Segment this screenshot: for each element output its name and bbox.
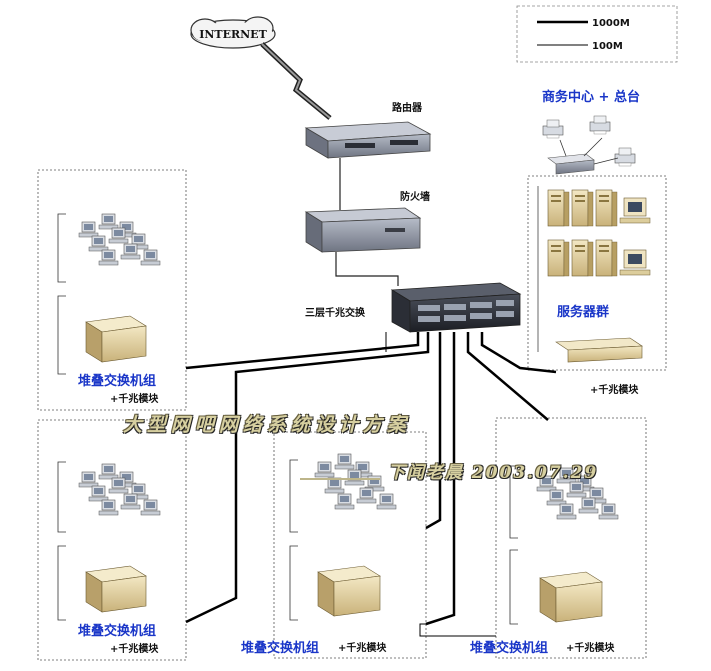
pc-cluster-middle: [314, 453, 397, 510]
fast-ethernet-links: [385, 332, 496, 637]
zone-left-top-module-label: +千兆模块: [110, 394, 159, 405]
legend-thin-label: 100M: [592, 41, 623, 52]
stack-switch-icon: [85, 315, 147, 363]
internet-label: INTERNET: [199, 28, 267, 41]
business-switch-icon: [547, 153, 595, 175]
pc-cluster-left-bottom: [78, 463, 161, 516]
zone-left-bottom-module-label: +千兆模块: [110, 644, 159, 655]
router-icon: [304, 121, 432, 159]
server-tower-icon: [547, 189, 618, 277]
computer-icon: [619, 197, 651, 276]
stack-switch-icon: [85, 565, 147, 613]
cloud-icon: [190, 16, 276, 49]
server-switch-icon: [555, 337, 643, 363]
firewall-icon: [304, 207, 422, 253]
router-label: 路由器: [392, 101, 423, 114]
zone-right-module-label: +千兆模块: [566, 643, 615, 654]
stack-switch-icon: [317, 565, 381, 617]
gigabit-links: [185, 332, 557, 626]
legend: [516, 5, 678, 63]
internet-link: [260, 42, 332, 120]
stack-switch-icon: [539, 571, 603, 623]
zone-left-top-border: [37, 169, 187, 411]
server-zone-border: [527, 175, 667, 371]
core-switch-icon: [390, 282, 522, 333]
firewall-label: 防火墙: [400, 190, 430, 203]
server-group-label: 服务器群: [557, 304, 609, 320]
zone-middle-module-label: +千兆模块: [338, 643, 387, 654]
overlay-underline: [300, 478, 380, 480]
pc-cluster-left-top: [78, 213, 161, 266]
overlay-title: 大型网吧网络系统设计方案: [123, 414, 412, 436]
core-switch-label: 三层千兆交换: [305, 306, 366, 319]
zone-left-top-switch-label: 堆叠交换机组: [78, 374, 157, 389]
zone-middle-switch-label: 堆叠交换机组: [241, 641, 320, 656]
zone-right-border: [495, 417, 647, 659]
zone-middle-border: [273, 431, 427, 659]
zone-left-bottom-switch-label: 堆叠交换机组: [78, 624, 157, 639]
server-module-label: +千兆模块: [590, 383, 639, 396]
legend-thick-label: 1000M: [592, 18, 630, 29]
zone-left-bottom-border: [37, 419, 187, 661]
business-center-label: 商务中心 + 总台: [542, 89, 640, 105]
zone-right-switch-label: 堆叠交换机组: [470, 641, 549, 656]
overlay-author-date: 下闻老晨 2003.07.29: [388, 463, 599, 483]
